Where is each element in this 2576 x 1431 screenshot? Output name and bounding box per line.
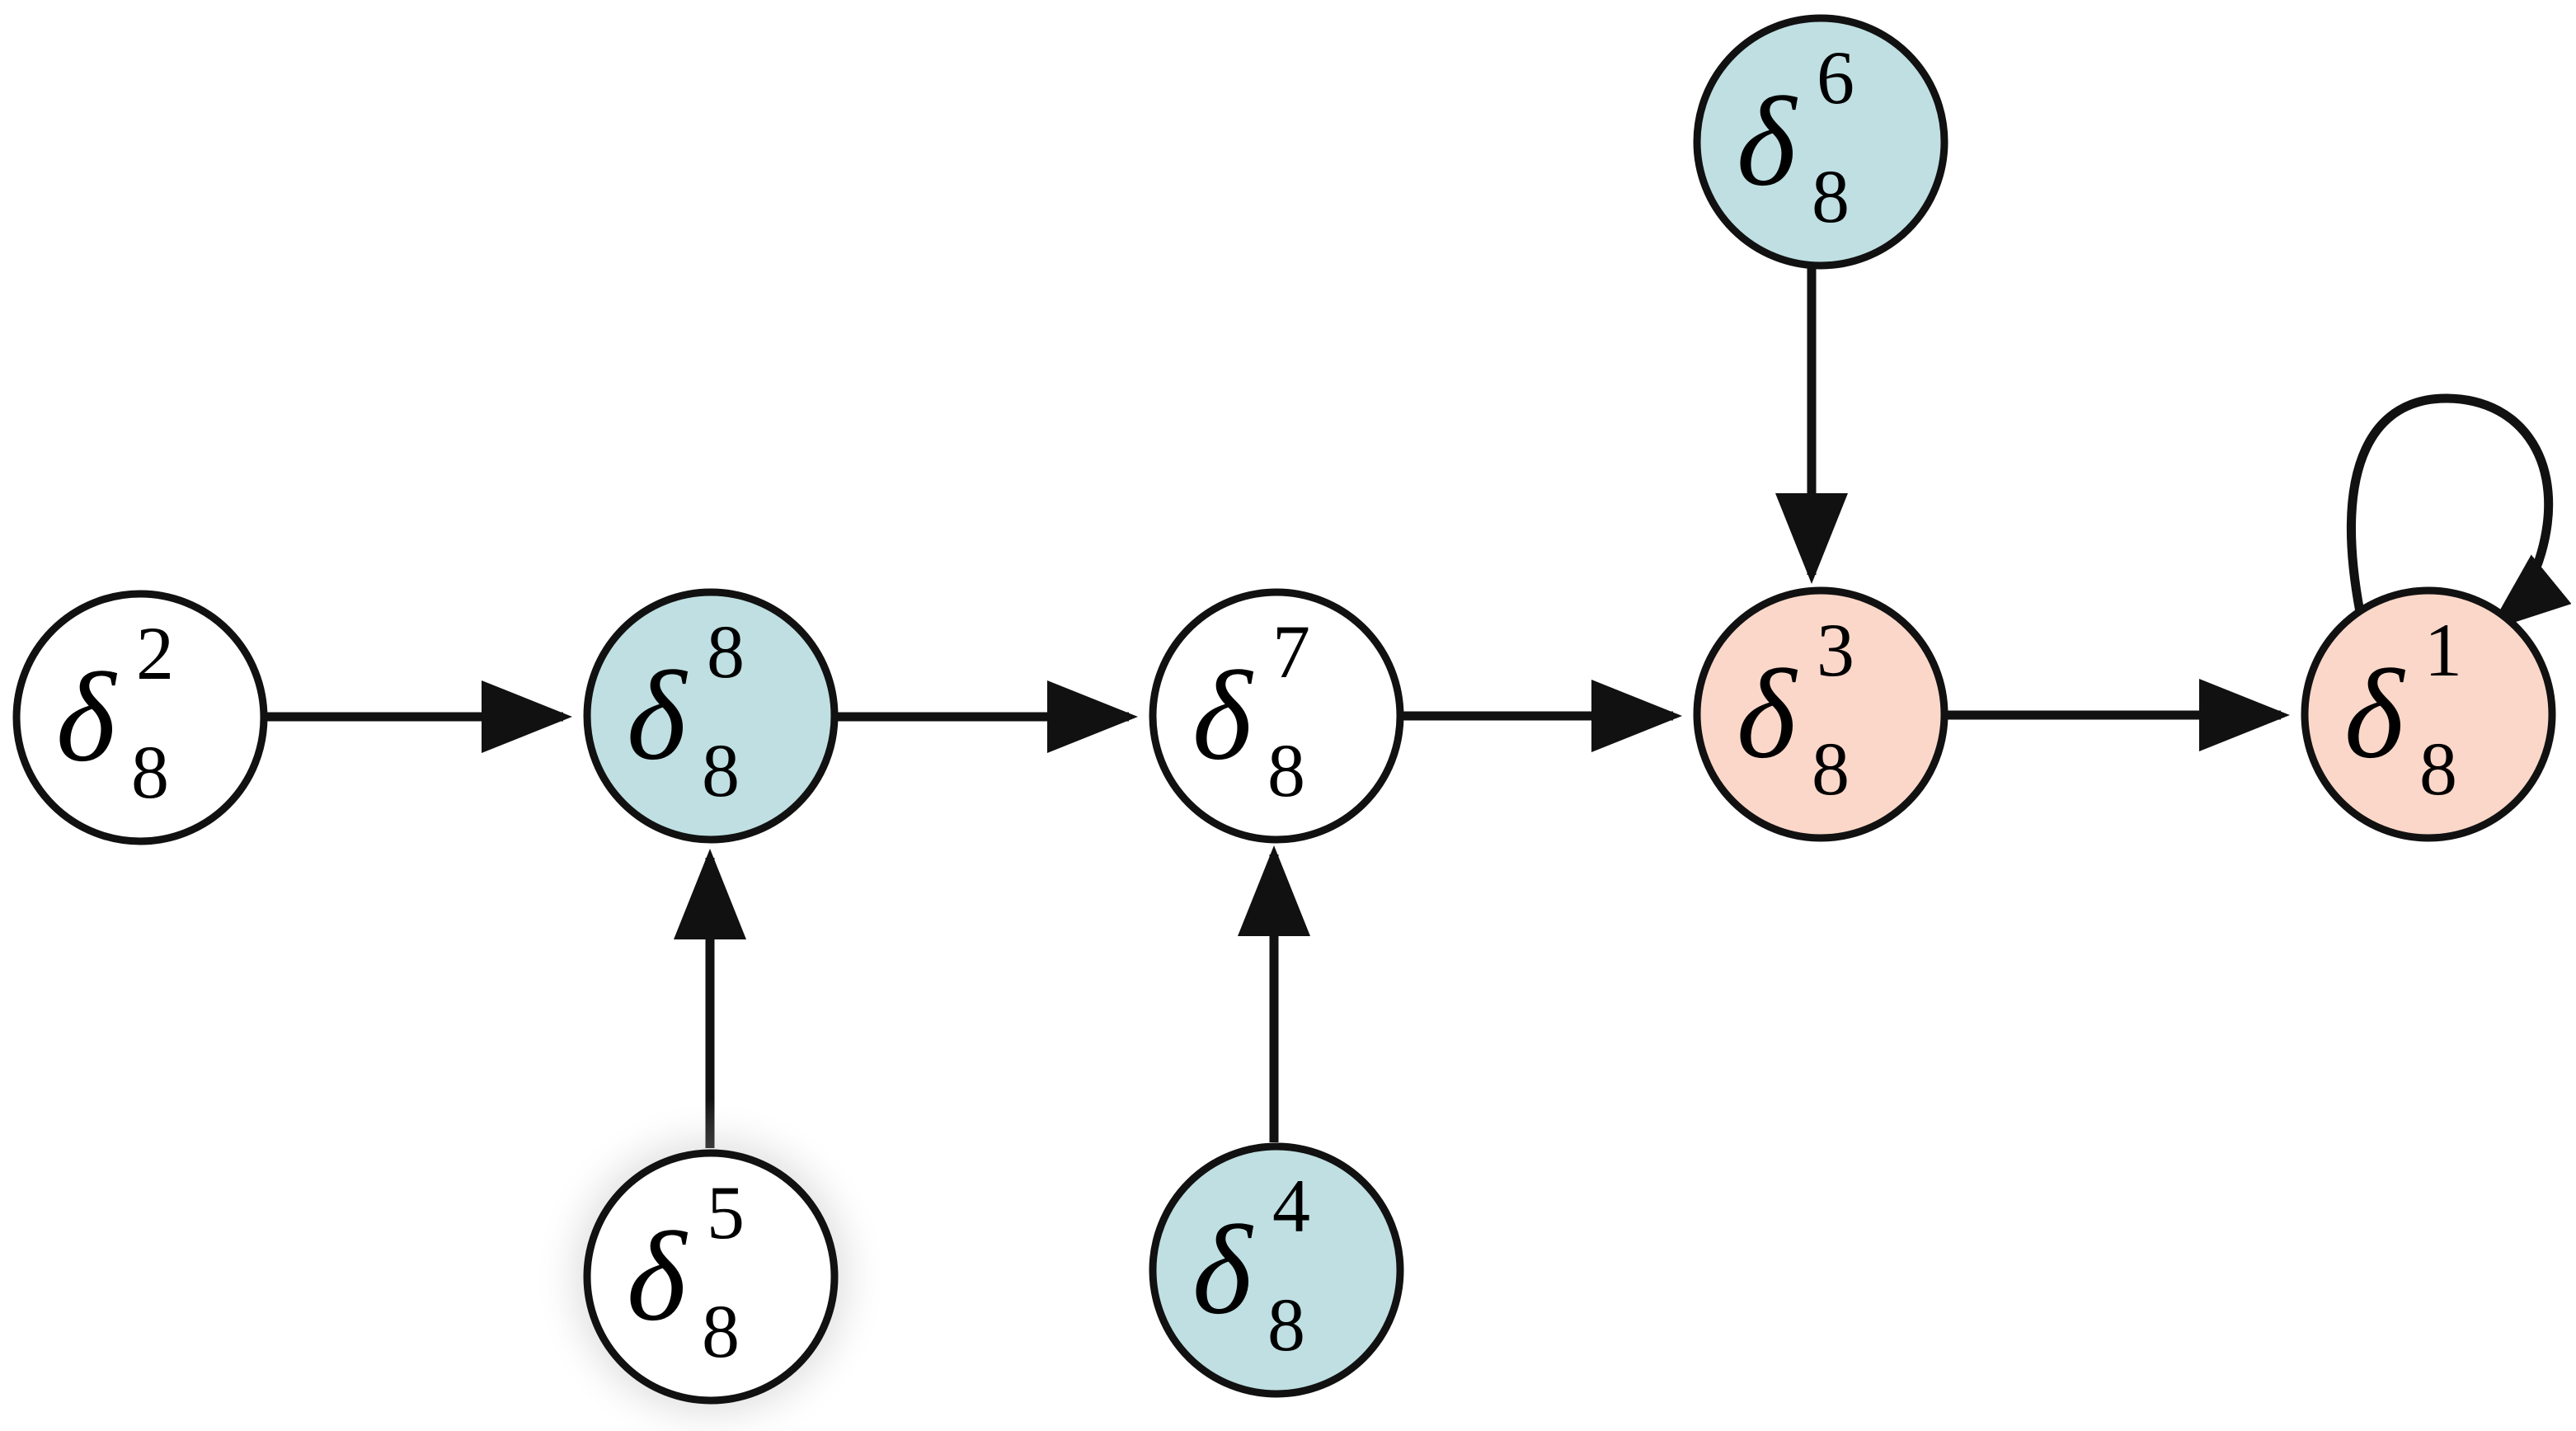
node-delta7-symbol: δ: [1192, 645, 1254, 787]
node-delta6-superscript: 6: [1817, 35, 1854, 120]
node-delta5-subscript: 8: [702, 1289, 740, 1373]
edge-delta1-self-loop: [2347, 393, 2572, 631]
node-delta3[interactable]: δ 3 8: [1693, 586, 1948, 842]
node-delta3-superscript: 3: [1817, 608, 1854, 692]
node-delta3-symbol: δ: [1737, 643, 1798, 785]
node-delta1[interactable]: δ 1 8: [2301, 586, 2556, 842]
node-delta2-subscript: 8: [131, 730, 169, 814]
node-delta8-superscript: 8: [707, 610, 745, 694]
node-delta7-superscript: 7: [1272, 610, 1310, 694]
node-delta6-circle[interactable]: [1693, 14, 1948, 270]
node-delta7-circle[interactable]: [1149, 588, 1404, 844]
node-delta4-subscript: 8: [1267, 1283, 1305, 1367]
node-delta6-subscript: 8: [1812, 154, 1850, 238]
node-delta6[interactable]: δ 6 8: [1693, 14, 1948, 270]
node-delta8-circle[interactable]: [583, 588, 839, 844]
node-delta2-circle[interactable]: [12, 590, 268, 845]
node-delta3-circle[interactable]: [1693, 586, 1948, 842]
node-delta2[interactable]: δ 2 8: [12, 590, 268, 845]
node-delta4-symbol: δ: [1192, 1199, 1254, 1341]
node-delta8-symbol: δ: [627, 645, 689, 787]
node-layer: δ 2 8 δ 8 8 δ 7 8 δ 3: [12, 14, 2556, 1405]
node-delta4-circle[interactable]: [1149, 1142, 1404, 1398]
node-delta7[interactable]: δ 7 8: [1149, 588, 1404, 844]
node-delta3-subscript: 8: [1812, 727, 1850, 811]
node-delta5-circle[interactable]: [583, 1149, 839, 1405]
node-delta1-subscript: 8: [2419, 727, 2457, 811]
node-delta1-superscript: 1: [2424, 608, 2462, 692]
node-delta1-circle[interactable]: [2301, 586, 2556, 842]
node-delta7-subscript: 8: [1267, 728, 1305, 812]
node-delta2-superscript: 2: [136, 611, 174, 695]
node-delta5-superscript: 5: [707, 1170, 745, 1254]
node-delta1-symbol: δ: [2344, 643, 2406, 785]
node-delta4-superscript: 4: [1272, 1164, 1310, 1248]
node-delta2-symbol: δ: [56, 647, 118, 788]
node-delta8[interactable]: δ 8 8: [583, 588, 839, 844]
node-delta5-symbol: δ: [627, 1206, 689, 1348]
node-delta5[interactable]: δ 5 8: [583, 1149, 839, 1405]
node-delta6-symbol: δ: [1737, 71, 1798, 213]
node-delta8-subscript: 8: [702, 728, 740, 812]
node-delta4[interactable]: δ 4 8: [1149, 1142, 1404, 1398]
